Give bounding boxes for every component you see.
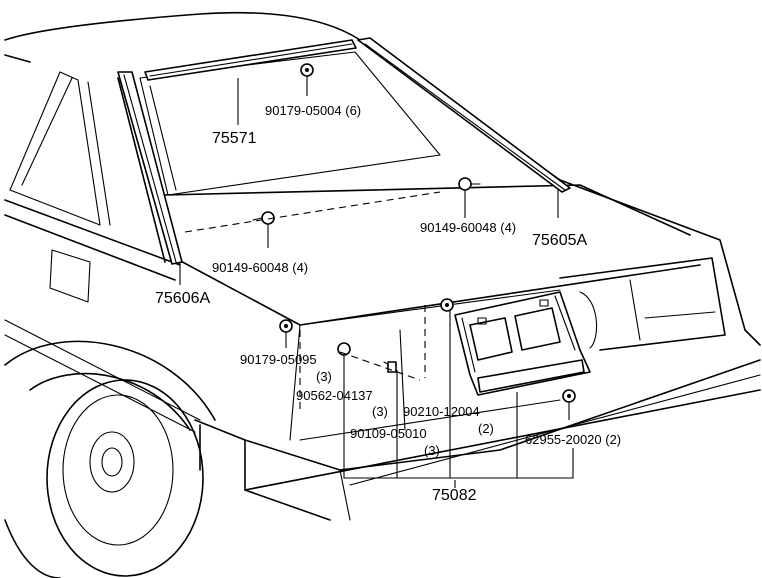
label-90179-05004: 90179-05004 (6) <box>265 103 361 118</box>
leader-lines <box>179 76 574 488</box>
label-90562-04137-qty: (3) <box>372 404 388 419</box>
nut-62955-20020 <box>562 389 576 403</box>
label-75082: 75082 <box>432 487 477 504</box>
label-90109-05010: 90109-05010 <box>350 426 427 441</box>
side-molding-75606A <box>117 71 183 265</box>
dashed-guide-lines <box>184 191 441 410</box>
clip-90179-05095 <box>279 319 293 333</box>
label-90210-12004-qty: (2) <box>478 421 494 436</box>
clip-90179-05004 <box>300 63 314 77</box>
label-90149-60048-left: 90149-60048 (4) <box>212 260 308 275</box>
bolt-90210-12004 <box>440 298 454 312</box>
label-75605A: 75605A <box>532 232 587 249</box>
label-90210-12004: 90210-12004 <box>403 404 480 419</box>
label-90179-05095-qty: (3) <box>316 369 332 384</box>
label-75571: 75571 <box>212 130 257 147</box>
label-75606A: 75606A <box>155 290 210 307</box>
label-90562-04137: 90562-04137 <box>296 388 373 403</box>
side-molding-75605A <box>357 37 571 193</box>
label-90179-05095: 90179-05095 <box>240 352 317 367</box>
label-90149-60048-right: 90149-60048 (4) <box>420 220 516 235</box>
label-90109-05010-qty: (3) <box>424 443 440 458</box>
screw-90562-04137 <box>383 361 397 373</box>
license-plate-bracket-75082 <box>454 291 591 396</box>
roof-drip-molding-75571 <box>144 39 357 81</box>
car-body <box>4 11 761 578</box>
label-62955-20020: 62955-20020 (2) <box>525 432 621 447</box>
